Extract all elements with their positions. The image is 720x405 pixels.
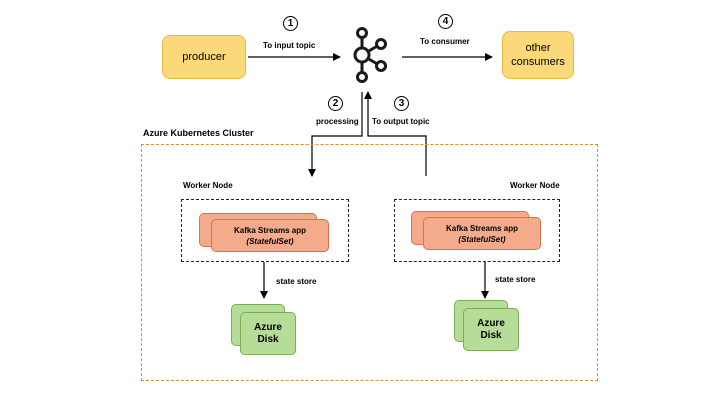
step-3-label: To output topic bbox=[372, 117, 430, 126]
kafka-streams-app-left: Kafka Streams app (StatefulSet) bbox=[211, 219, 329, 252]
consumers-label-line1: other bbox=[525, 42, 551, 54]
azure-disk-right: Azure Disk bbox=[463, 308, 519, 351]
app-kind-right: StatefulSet bbox=[461, 234, 503, 244]
step-4-badge: 4 bbox=[438, 14, 453, 29]
worker-node-title-right: Worker Node bbox=[510, 181, 560, 190]
app-kind-left: StatefulSet bbox=[249, 236, 291, 246]
arrow-processing bbox=[308, 92, 363, 177]
producer-box: producer bbox=[162, 35, 246, 79]
worker-node-right bbox=[394, 199, 560, 262]
kubernetes-cluster bbox=[141, 144, 598, 381]
cluster-title: Azure Kubernetes Cluster bbox=[143, 128, 254, 138]
consumers-label-line2: consumers bbox=[511, 56, 565, 68]
step-2-label: processing bbox=[316, 117, 359, 126]
app-label-left: Kafka Streams app bbox=[233, 225, 307, 235]
step-1-label: To input topic bbox=[263, 41, 316, 50]
step-4-label: To consumer bbox=[420, 37, 470, 46]
worker-node-title-left: Worker Node bbox=[183, 181, 233, 190]
step-2-badge: 2 bbox=[328, 96, 343, 111]
state-store-label-left: state store bbox=[276, 277, 317, 286]
step-1-badge: 1 bbox=[283, 16, 298, 31]
consumers-box: other consumers bbox=[502, 31, 574, 79]
disk-label-right-2: Disk bbox=[480, 329, 502, 341]
state-store-label-right: state store bbox=[495, 275, 536, 284]
disk-label-left-2: Disk bbox=[257, 333, 279, 345]
arrow-to-output-topic bbox=[364, 91, 427, 176]
azure-disk-left: Azure Disk bbox=[240, 312, 296, 355]
worker-node-left bbox=[181, 199, 349, 262]
app-label-right: Kafka Streams app bbox=[445, 223, 519, 233]
step-3-badge: 3 bbox=[394, 96, 409, 111]
kafka-streams-app-right: Kafka Streams app (StatefulSet) bbox=[423, 217, 541, 250]
disk-label-right-1: Azure bbox=[477, 317, 505, 329]
disk-label-left-1: Azure bbox=[254, 321, 282, 333]
producer-label: producer bbox=[182, 51, 226, 63]
